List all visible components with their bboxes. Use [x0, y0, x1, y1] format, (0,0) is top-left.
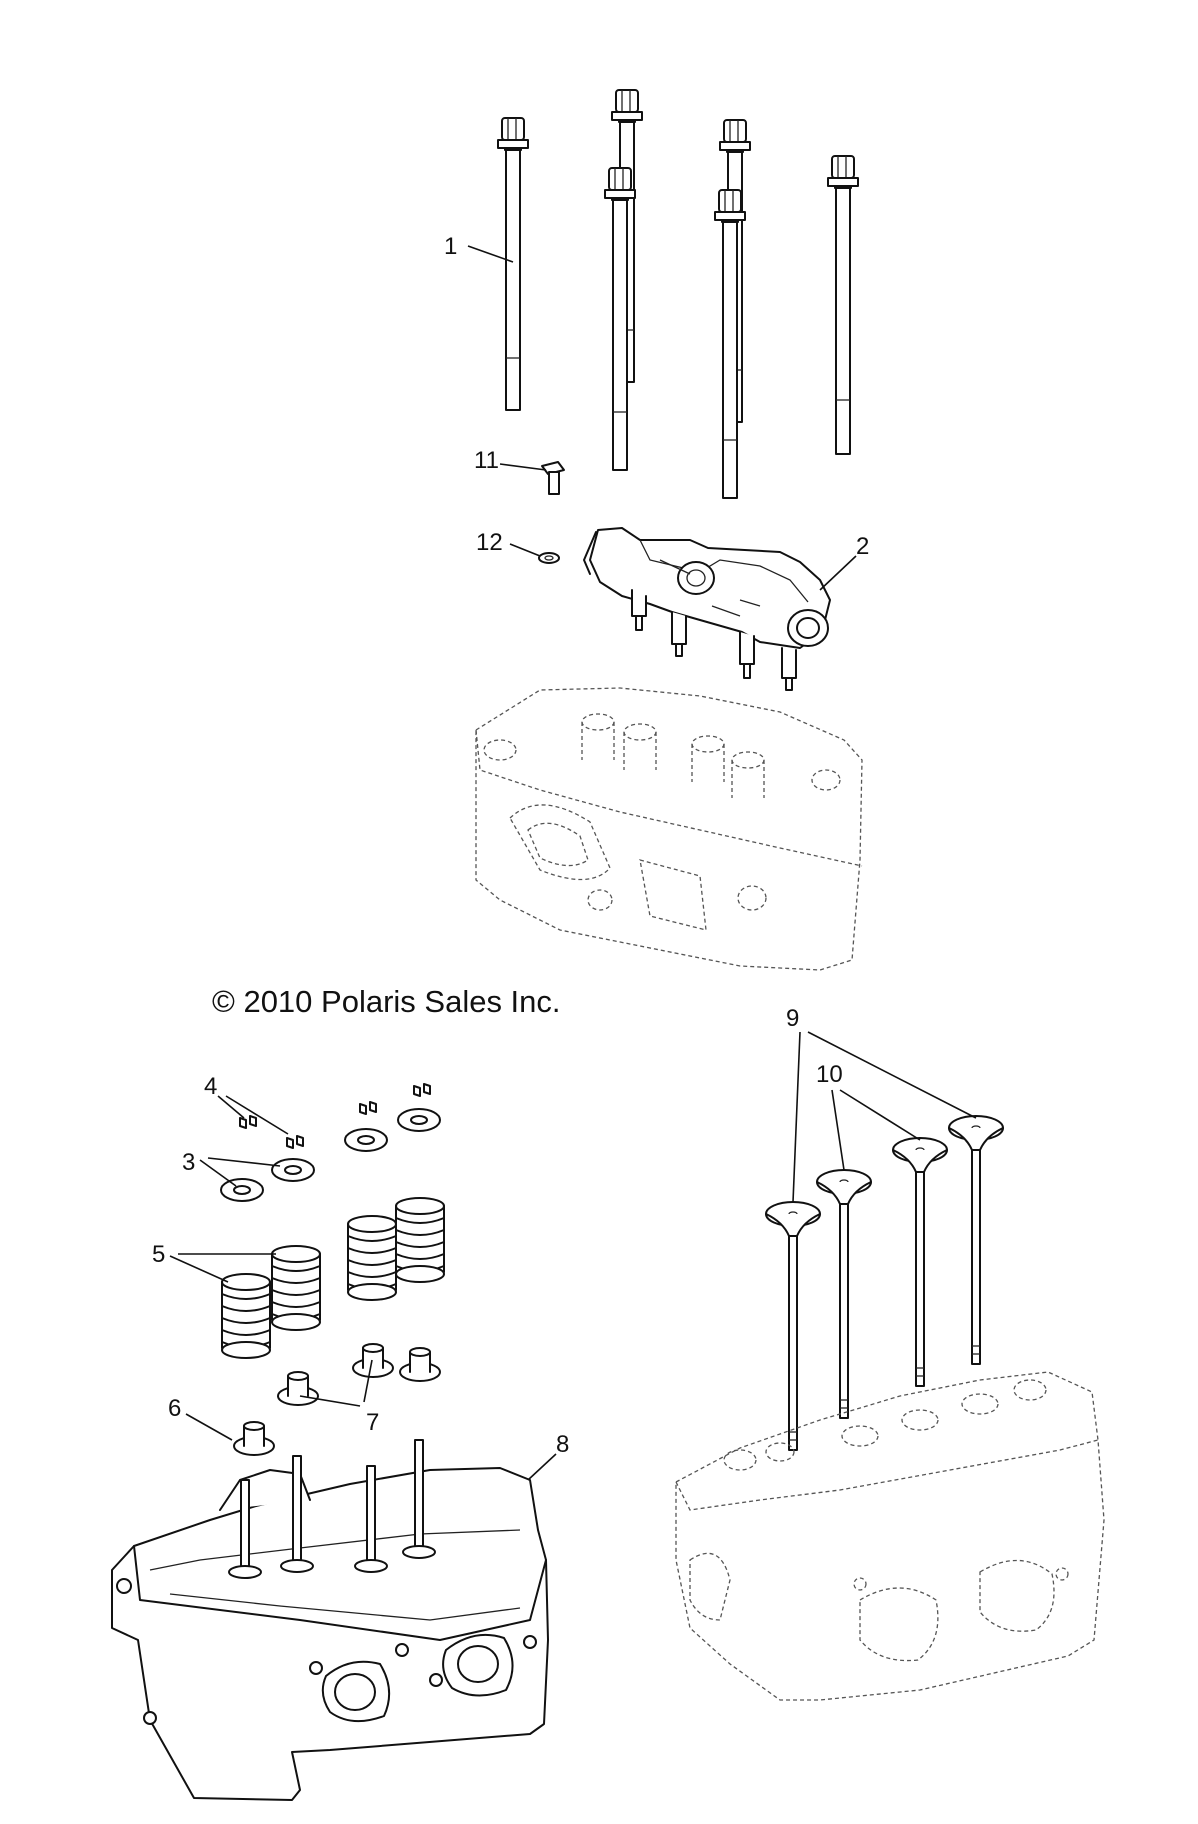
small-bolt-icon [541, 461, 565, 495]
leader-lines [169, 245, 977, 1481]
valve-stem-seal-icon [233, 1343, 441, 1456]
rocker-arm-assembly-icon [583, 527, 831, 691]
callout-4: 4 [204, 1073, 217, 1100]
valve-icon [765, 1115, 1004, 1451]
small-washer-icon [538, 552, 560, 564]
copyright-notice: © 2010 Polaris Sales Inc. [212, 984, 561, 1019]
callout-12: 12 [476, 529, 503, 556]
cylinder-head-icon [111, 1439, 549, 1801]
head-bolt-icon [604, 167, 636, 471]
callout-11: 11 [474, 447, 499, 474]
callout-1: 1 [444, 233, 457, 260]
callout-7: 7 [366, 1409, 379, 1436]
callout-3: 3 [182, 1149, 195, 1176]
head-bolt-icon [714, 189, 746, 499]
head-bolt-icon [497, 117, 529, 411]
head-bolts [497, 89, 859, 499]
callout-8: 8 [556, 1431, 569, 1458]
callout-numbers: 1 2 3 4 5 6 7 8 9 10 11 12 [152, 233, 869, 1458]
callout-10: 10 [816, 1061, 843, 1088]
callout-5: 5 [152, 1241, 165, 1268]
cylinder-head-ghost-icon [675, 1371, 1105, 1701]
callout-6: 6 [168, 1395, 181, 1422]
head-bolt-icon [827, 155, 859, 455]
callout-2: 2 [856, 533, 869, 560]
callout-9: 9 [786, 1005, 799, 1032]
cylinder-head-ghost-icon [475, 687, 863, 971]
valve-spring-icon [221, 1197, 445, 1359]
